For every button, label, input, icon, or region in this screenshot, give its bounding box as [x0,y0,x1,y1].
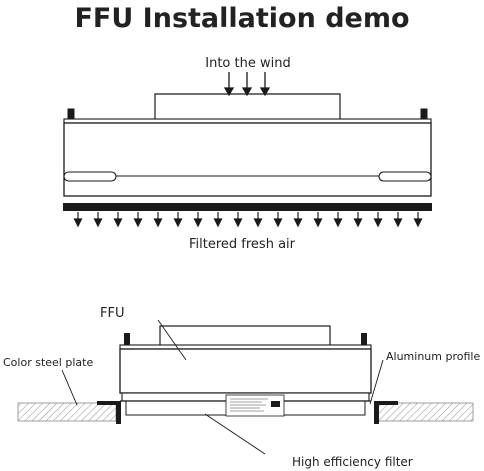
color-steel-plate-label: Color steel plate [3,356,93,369]
ceiling-plate-left [17,402,117,422]
lug-left [124,333,130,346]
handle-left [63,171,117,182]
leader-ffu [157,319,187,361]
leader-aluminum [369,359,384,405]
outflow-label: Filtered fresh air [189,237,296,252]
handle-right [378,171,432,182]
bottom-diagram: FFU Color steel plate Aluminum profile H… [3,306,480,469]
ffu-housing [63,122,432,197]
inlet-cover [159,325,331,347]
filter-label-lines [230,398,280,412]
top-diagram: Into the wind [63,56,432,252]
high-efficiency-filter-label: High efficiency filter [292,455,413,469]
leader-color-steel [61,369,78,406]
inflow-label: Into the wind [205,56,290,71]
aluminum-profile-label: Aluminum profile [386,350,480,363]
diagram-title: FFU Installation demo [74,3,409,34]
leader-filter [204,413,266,455]
inlet-hood [154,93,341,120]
lug-right [361,333,367,346]
aluminum-profile-right [374,401,398,424]
ffu-body [119,348,372,394]
ceiling-plate-right [376,402,474,422]
inflow-arrows [223,72,271,97]
ffu-label: FFU [100,306,124,321]
aluminum-profile-left [97,401,121,424]
outflow-arrows [73,212,423,228]
filter-bar [63,203,432,211]
